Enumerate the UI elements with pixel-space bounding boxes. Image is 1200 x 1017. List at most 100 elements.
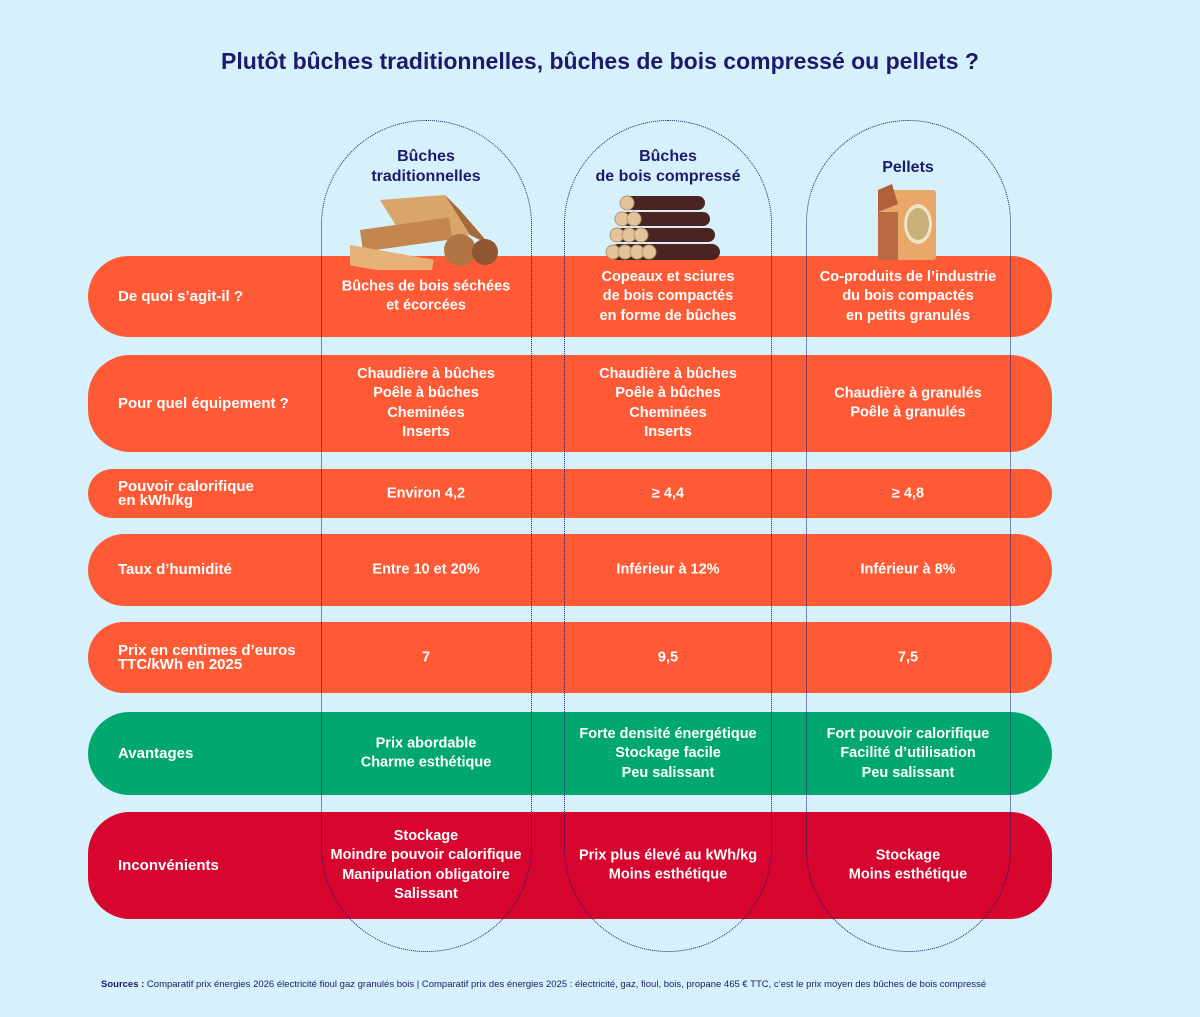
row-cell: Inférieur à 8% bbox=[860, 560, 955, 580]
row-cell: 9,5 bbox=[658, 648, 678, 668]
row-cell: Environ 4,2 bbox=[387, 484, 465, 504]
row-cell: Co-produits de l’industrie du bois compac… bbox=[820, 267, 996, 326]
cell-line: Co-produits de l’industrie bbox=[819, 268, 997, 285]
sources-label: Sources : bbox=[101, 979, 145, 990]
cell-line: du bois compactés bbox=[842, 287, 974, 304]
row-cell: ≥ 4,4 bbox=[652, 484, 684, 504]
row-cell: 7 bbox=[422, 648, 430, 668]
cell-line: Copeaux et sciures bbox=[601, 268, 735, 285]
firewood-logs-icon bbox=[350, 195, 498, 270]
cell-line: Charme esthétique bbox=[360, 754, 492, 771]
row-cell: Entre 10 et 20% bbox=[372, 560, 479, 580]
cell-line: 9,5 bbox=[657, 648, 679, 665]
cell-line: Prix plus élevé au kWh/kg bbox=[578, 847, 758, 863]
row-label-line: Avantages bbox=[118, 744, 194, 762]
row-label: Pour quel équipement ? bbox=[118, 394, 289, 412]
comparison-row: De quoi s’agit-il ? Bûches de bois séchée… bbox=[88, 256, 1052, 337]
cell-line: en petits granulés bbox=[845, 307, 971, 324]
compressed-logs-icon bbox=[605, 195, 720, 260]
cell-line: Stockage facile bbox=[615, 744, 721, 761]
row-label-line: TTC/kWh en 2025 bbox=[118, 655, 243, 673]
sources-text: Comparatif prix énergies 2026 électricit… bbox=[144, 979, 987, 990]
cell-line: Inserts bbox=[402, 424, 450, 440]
cell-line: Inférieur à 12% bbox=[616, 561, 720, 578]
cell-line: 7,5 bbox=[897, 648, 919, 665]
cell-line: Stockage bbox=[875, 847, 941, 863]
row-label-line: Prix en centimes d’euros bbox=[118, 641, 296, 659]
cell-line: ≥ 4,8 bbox=[891, 484, 925, 501]
column-header: Bûches de bois compressé bbox=[596, 147, 741, 187]
cell-line: et écorcées bbox=[386, 297, 466, 314]
row-cell: ≥ 4,8 bbox=[892, 484, 924, 504]
cell-line: ≥ 4,4 bbox=[651, 484, 685, 501]
cell-line: Prix abordable bbox=[375, 735, 477, 751]
cell-line: Forte densité énergétique bbox=[579, 725, 757, 742]
cell-line: Entre 10 et 20% bbox=[372, 561, 480, 578]
cell-line: Chaudière à bûches bbox=[599, 365, 737, 382]
cell-line: Chaudière à granulés bbox=[834, 385, 982, 401]
row-label: De quoi s’agit-il ? bbox=[118, 287, 244, 305]
row-label: Avantages bbox=[118, 744, 194, 762]
row-cell: Copeaux et sciures de bois compactés en fo… bbox=[600, 267, 737, 326]
cell-line: Facilité d’utilisation bbox=[840, 744, 976, 761]
cell-line: Chaudière à bûches bbox=[357, 365, 495, 382]
row-label-line: Pouvoir calorifique bbox=[118, 477, 254, 495]
page-title: Plutôt bûches traditionnelles, bûches de… bbox=[221, 48, 979, 74]
cell-line: Peu salissant bbox=[621, 764, 715, 781]
column-header: Pellets bbox=[882, 158, 934, 178]
column-header-line: Pellets bbox=[882, 159, 934, 176]
row-label-line: Taux d’humidité bbox=[118, 561, 232, 578]
cell-line: Poêle à granulés bbox=[850, 404, 966, 421]
cell-line: Salissant bbox=[394, 886, 458, 902]
cell-line: Fort pouvoir calorifique bbox=[826, 725, 990, 742]
cell-line: Poêle à bûches bbox=[615, 385, 721, 401]
row-label-line: Pour quel équipement ? bbox=[118, 394, 289, 412]
comparison-row: Pour quel équipement ? Chaudière à bûches… bbox=[88, 355, 1052, 452]
cell-line: Bûches de bois séchées bbox=[341, 278, 511, 294]
cell-line: de bois compactés bbox=[602, 287, 734, 304]
row-cell: Bûches de bois séchées et écorcées bbox=[342, 277, 510, 316]
cell-line: en forme de bûches bbox=[599, 307, 737, 324]
cell-line: Moins esthétique bbox=[848, 866, 968, 883]
cell-line: Moindre pouvoir calorifique bbox=[330, 847, 522, 863]
column-header: Bûches traditionnelles bbox=[371, 147, 480, 187]
cell-line: Cheminées bbox=[629, 404, 707, 421]
column-header-line: Bûches bbox=[397, 148, 455, 165]
row-label-line: De quoi s’agit-il ? bbox=[118, 287, 244, 305]
cell-line: Inférieur à 8% bbox=[860, 561, 956, 578]
column-header-line: Bûches bbox=[639, 148, 697, 165]
cell-line: Inserts bbox=[644, 424, 692, 440]
cell-line: Manipulation obligatoire bbox=[342, 866, 510, 883]
row-label-line: en kWh/kg bbox=[118, 491, 194, 509]
column-header-line: de bois compressé bbox=[595, 168, 741, 185]
row-cell: Inférieur à 12% bbox=[616, 560, 719, 580]
column-header-line: traditionnelles bbox=[371, 168, 481, 185]
cell-line: Environ 4,2 bbox=[386, 484, 466, 501]
cell-line: 7 bbox=[421, 648, 431, 665]
cell-line: Moins esthétique bbox=[608, 866, 728, 883]
sources-footer: Sources : Comparatif prix énergies 2026 … bbox=[101, 979, 986, 990]
cell-line: Peu salissant bbox=[861, 764, 955, 781]
row-label: Inconvénients bbox=[118, 856, 219, 874]
row-label: Taux d’humidité bbox=[118, 561, 232, 578]
cell-line: Cheminées bbox=[387, 404, 465, 421]
cell-line: Poêle à bûches bbox=[373, 385, 479, 401]
row-label-line: Inconvénients bbox=[118, 856, 219, 874]
comparison-row: Taux d’humidité Entre 10 et 20% Inférieur … bbox=[88, 534, 1052, 606]
pellet-bag-icon bbox=[878, 184, 936, 260]
